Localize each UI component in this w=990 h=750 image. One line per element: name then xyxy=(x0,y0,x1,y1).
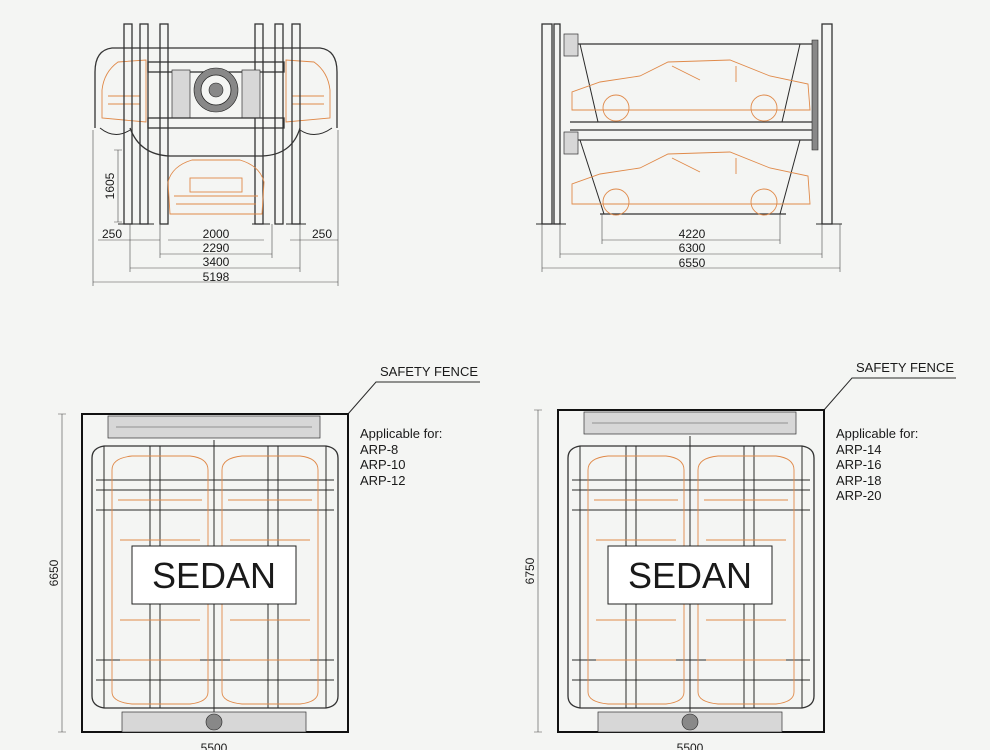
front-view: 1605 250 250 2000 2290 3400 5198 xyxy=(92,23,339,286)
sedan-sign-right xyxy=(607,545,773,605)
plan-right-car-1 xyxy=(587,455,685,705)
dim-250-right: 250 xyxy=(312,227,332,241)
plan-view-right: SAFETY FENCE SEDAN Applicable for: ARP-1… xyxy=(523,360,956,750)
dim-2290: 2290 xyxy=(203,241,230,255)
dim-6300: 6300 xyxy=(679,241,706,255)
side-dimensions: 4220 6300 6550 xyxy=(541,214,841,272)
model-arp-8: ARP-8 xyxy=(360,442,398,457)
sedan-text-left: SEDAN xyxy=(152,555,276,596)
front-drive-wheel xyxy=(193,67,239,113)
dim-6550: 6550 xyxy=(679,256,706,270)
dim-bottom-left: 5500 xyxy=(201,741,228,750)
side-upper-car xyxy=(571,59,811,122)
dim-4220: 4220 xyxy=(679,227,706,241)
plan-right-car-2 xyxy=(697,455,795,705)
sedan-sign-left xyxy=(131,545,297,605)
dim-6750: 6750 xyxy=(523,557,537,584)
fence-leader-left xyxy=(347,381,480,415)
dim-2000: 2000 xyxy=(203,227,230,241)
dim-250-left: 250 xyxy=(102,227,122,241)
model-arp-14: ARP-14 xyxy=(836,442,882,457)
front-dimensions: 1605 250 250 2000 2290 3400 5198 xyxy=(92,130,339,286)
model-arp-18: ARP-18 xyxy=(836,473,882,488)
plan-view-left: SAFETY FENCE SEDAN Applicable for: ARP-8… xyxy=(47,364,480,750)
side-view: 4220 6300 6550 xyxy=(536,23,842,272)
safety-fence-label-left: SAFETY FENCE xyxy=(380,364,478,379)
safety-fence-label-right: SAFETY FENCE xyxy=(856,360,954,375)
plan-left-car-1 xyxy=(111,455,209,705)
dim-1605: 1605 xyxy=(103,172,117,199)
dim-5198: 5198 xyxy=(203,270,230,284)
model-arp-12: ARP-12 xyxy=(360,473,406,488)
dim-bottom-right: 5500 xyxy=(677,741,704,750)
fence-leader-right xyxy=(823,377,956,411)
front-upper-car-right xyxy=(285,59,331,123)
front-posts xyxy=(118,23,306,225)
plan-left-car-2 xyxy=(221,455,319,705)
model-arp-10: ARP-10 xyxy=(360,457,406,472)
dim-3400: 3400 xyxy=(203,255,230,269)
front-lower-car xyxy=(167,159,265,215)
model-arp-20: ARP-20 xyxy=(836,488,882,503)
applicable-title-right: Applicable for: xyxy=(836,426,918,441)
model-arp-16: ARP-16 xyxy=(836,457,882,472)
applicable-title-left: Applicable for: xyxy=(360,426,442,441)
dim-6650: 6650 xyxy=(47,559,61,586)
sedan-text-right: SEDAN xyxy=(628,555,752,596)
side-lower-car xyxy=(571,151,811,216)
